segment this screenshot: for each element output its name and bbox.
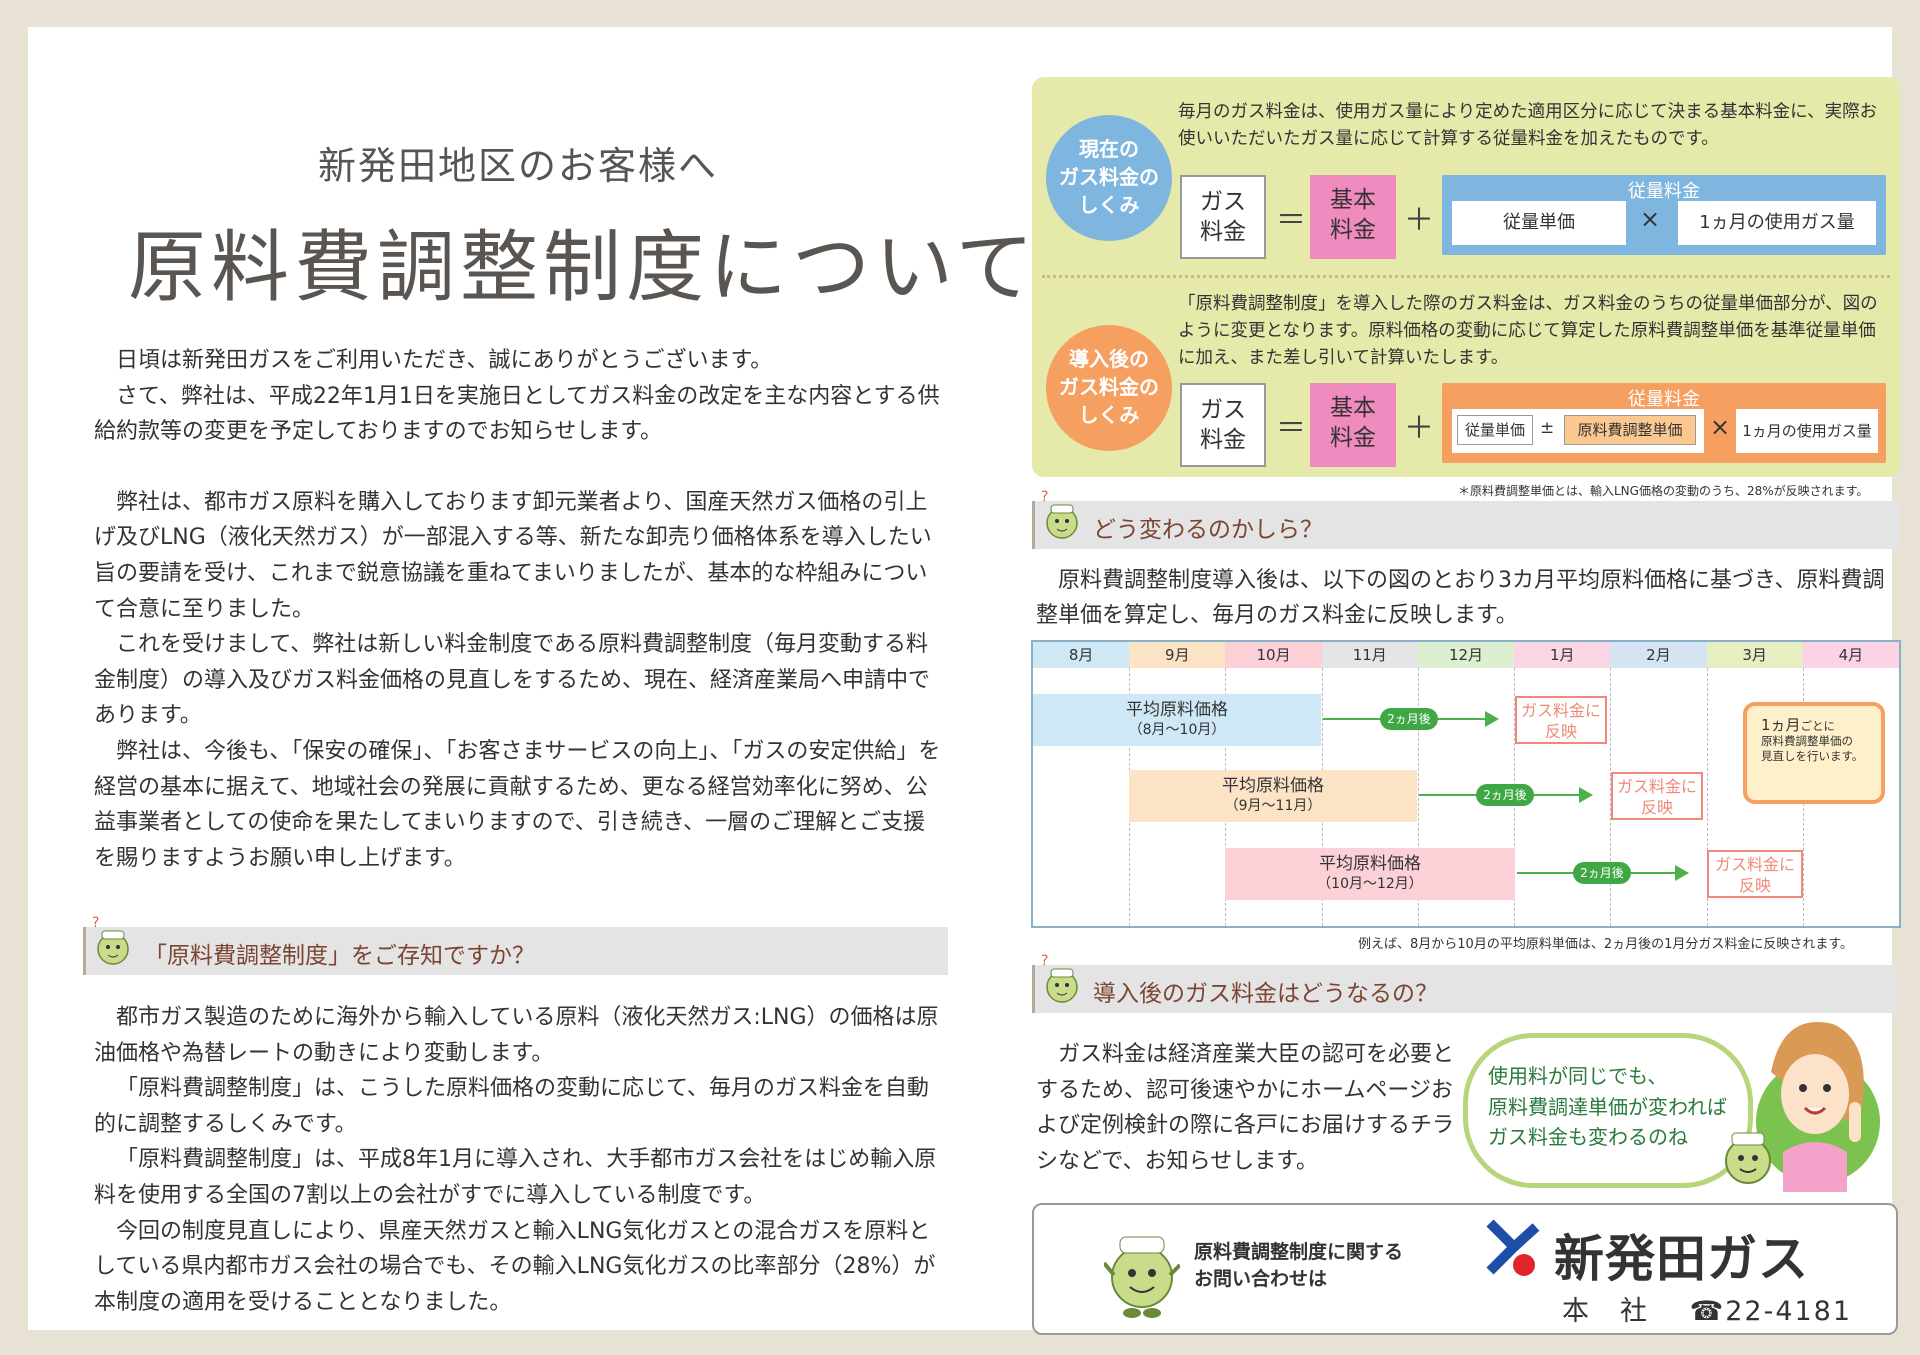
basic-fee-box: 基本料金 (1310, 383, 1396, 467)
usage-fee-label: 従量料金 (1628, 389, 1700, 410)
monthly-review-callout: 1ヵ月ごとに 原料費調整単価の 見直しを行います。 (1743, 702, 1885, 804)
reflected-in-fee-box: ガス料金に反映 (1515, 696, 1607, 744)
month-label: 3月 (1706, 642, 1803, 668)
month-label: 2月 (1610, 642, 1707, 668)
plus-sign: ＋ (1404, 411, 1434, 446)
mascot-icon (1725, 1132, 1771, 1184)
section-heading-do-you-know: ? 「原料費調整制度」をご存知ですか？ (83, 915, 948, 975)
flyer-page: 新発田地区のお客様へ 原料費調整制度について 日頃は新発田ガスをご利用いただき、… (28, 27, 1901, 1335)
lag-badge: 2ヵ月後 (1476, 784, 1534, 806)
phone-number[interactable]: ☎22-4181 (1689, 1296, 1853, 1327)
reflected-in-fee-box: ガス料金に反映 (1707, 850, 1803, 898)
contact-text: 原料費調整制度に関する お問い合わせは (1194, 1241, 1404, 1290)
svg-text:?: ? (1041, 489, 1048, 505)
lag-badge: 2ヵ月後 (1380, 708, 1438, 730)
usage-fee-group: 従量料金 従量単価 ± 原料費調整単価 × 1ヵ月の使用ガス量 (1442, 383, 1886, 463)
formula-footnote: ＊原料費調整単価とは、輸入LNG価格の変動のうち、28%が反映されます。 (1458, 484, 1869, 498)
mascot-icon (1104, 1236, 1180, 1318)
intro-paragraph: さて、弊社は、平成22年1月1日を実施日としてガス料金の改定を主な内容とする供給… (94, 383, 940, 445)
section-heading-how-it-changes: ? どう変わるのかしら？ (1032, 489, 1900, 549)
month-gridline (1610, 668, 1612, 926)
body-paragraph: 今回の制度見直しにより、県産天然ガスと輸入LNG気化ガスとの混合ガスを原料として… (94, 1218, 936, 1315)
body-paragraph: 都市ガス製造のために海外から輸入している原料（液化天然ガス:LNG）の価格は原油… (94, 1005, 939, 1066)
how-it-changes-text: 原料費調整制度導入後は、以下の図のとおり3カ月平均原料価格に基づき、原料費調整単… (1036, 568, 1885, 628)
gas-fee-box: ガス料金 (1180, 383, 1266, 467)
unit-price-box: 従量単価 (1452, 201, 1626, 245)
mascot-icon: ? (1041, 489, 1078, 539)
month-label: 8月 (1033, 642, 1130, 668)
usage-fee-label: 従量料金 (1628, 181, 1700, 202)
page-title: 原料費調整制度について (128, 223, 1039, 313)
lag-badge: 2ヵ月後 (1573, 862, 1631, 884)
body-paragraph: 「原料費調整制度」は、こうした原料価格の変動に応じて、毎月のガス料金を自動的に調… (94, 1076, 929, 1137)
svg-text:?: ? (92, 915, 99, 931)
adjusted-unit-price-group: 従量単価 ± 原料費調整単価 (1452, 409, 1704, 453)
month-label: 10月 (1225, 642, 1322, 668)
svg-text:?: ? (1041, 953, 1048, 969)
monthly-usage-box: 1ヵ月の使用ガス量 (1736, 409, 1878, 453)
plus-sign: ＋ (1404, 203, 1434, 238)
speech-bubble (1463, 1033, 1753, 1188)
section-heading-text: 「原料費調整制度」をご存知ですか？ (144, 943, 535, 969)
mascot-icon: ? (92, 915, 129, 965)
current-system-description: 毎月のガス料金は、使用ガス量により定めた適用区分に応じて決まる基本料金に、実際お… (1178, 102, 1878, 149)
month-label: 11月 (1321, 642, 1418, 668)
equals-sign: ＝ (1276, 411, 1306, 446)
month-gridline (1706, 668, 1708, 926)
reflected-in-fee-box: ガス料金に反映 (1611, 772, 1703, 820)
section-heading-text: どう変わるのかしら？ (1093, 517, 1323, 543)
gas-fee-box: ガス料金 (1180, 175, 1266, 259)
after-system-description: 「原料費調整制度」を導入した際のガス料金は、ガス料金のうちの従量単価部分が、図の… (1178, 294, 1878, 368)
mascot-icon: ? (1041, 953, 1078, 1003)
divider (1042, 275, 1890, 278)
current-system-badge: 現在の ガス料金の しくみ (1046, 115, 1172, 241)
section-heading-after-introduction: ? 導入後のガス料金はどうなるの？ (1032, 953, 1897, 1013)
unit-price-box: 従量単価 (1457, 415, 1533, 445)
month-label: 12月 (1417, 642, 1515, 668)
month-label: 9月 (1129, 642, 1226, 668)
do-you-know-text: 都市ガス製造のために海外から輸入している原料（液化天然ガス:LNG）の価格は原油… (94, 1000, 942, 1320)
contact-box: 原料費調整制度に関する お問い合わせは 新発田ガス 本 社 ☎22-4181 (1032, 1203, 1898, 1335)
monthly-usage-box: 1ヵ月の使用ガス量 (1678, 201, 1876, 245)
times-sign: × (1640, 205, 1661, 233)
month-label: 1月 (1514, 642, 1611, 668)
average-price-bar: 平均原料価格（8月～10月） (1033, 694, 1321, 746)
average-price-bar: 平均原料価格（10月～12月） (1225, 848, 1515, 900)
section-heading-text: 導入後のガス料金はどうなるの？ (1093, 981, 1438, 1007)
woman-illustration (1756, 1022, 1880, 1192)
subtitle: 新発田地区のお客様へ (318, 144, 719, 188)
company-name: 新発田ガス (1554, 1230, 1809, 1288)
intro-paragraph: 弊社は、都市ガス原料を購入しております卸元業者より、国産天然ガス価格の引上げ及び… (94, 489, 932, 622)
month-label: 4月 (1802, 642, 1899, 668)
intro-text: 日頃は新発田ガスをご利用いただき、誠にありがとうございます。 さて、弊社は、平成… (94, 343, 942, 876)
timeline-footnote: 例えば、8月から10月の平均原料単価は、2ヵ月後の1月分ガス料金に反映されます。 (1358, 937, 1854, 952)
office-label: 本 社 (1562, 1296, 1649, 1327)
speech-bubble-text: 使用料が同じでも、 原料費調達単価が変われば ガス料金も変わるのね (1488, 1064, 1727, 1149)
usage-fee-group: 従量料金 従量単価 × 1ヵ月の使用ガス量 (1442, 175, 1886, 255)
times-sign: × (1710, 413, 1731, 441)
after-introduction-text: ガス料金は経済産業大臣の認可を必要とするため、認可後速やかにホームページおよび定… (1036, 1042, 1455, 1174)
adjustment-unit-price-box: 原料費調整単価 (1564, 415, 1696, 445)
average-price-bar: 平均原料価格（9月～11月） (1129, 770, 1417, 822)
intro-paragraph: 弊社は、今後も、「保安の確保」、「お客さまサービスの向上」、「ガスの安定供給」を… (94, 738, 941, 871)
intro-paragraph: これを受けまして、弊社は新しい料金制度である原料費調整制度（毎月変動する料金制度… (94, 632, 931, 729)
fee-formula-panel: 現在の ガス料金の しくみ 毎月のガス料金は、使用ガス量により定めた適用区分に応… (1032, 77, 1900, 477)
contact-phone: 本 社 ☎22-4181 (1562, 1289, 1852, 1328)
intro-paragraph: 日頃は新発田ガスをご利用いただき、誠にありがとうございます。 (116, 348, 773, 373)
basic-fee-box: 基本料金 (1310, 175, 1396, 259)
body-paragraph: 「原料費調整制度」は、平成8年1月に導入され、大手都市ガス会社をはじめ輸入原料を… (94, 1147, 937, 1208)
plus-minus-sign: ± (1540, 418, 1555, 438)
company-logo-icon (1486, 1219, 1540, 1276)
month-gridline (1417, 668, 1419, 926)
after-system-badge: 導入後の ガス料金の しくみ (1046, 325, 1172, 451)
equals-sign: ＝ (1276, 203, 1306, 238)
